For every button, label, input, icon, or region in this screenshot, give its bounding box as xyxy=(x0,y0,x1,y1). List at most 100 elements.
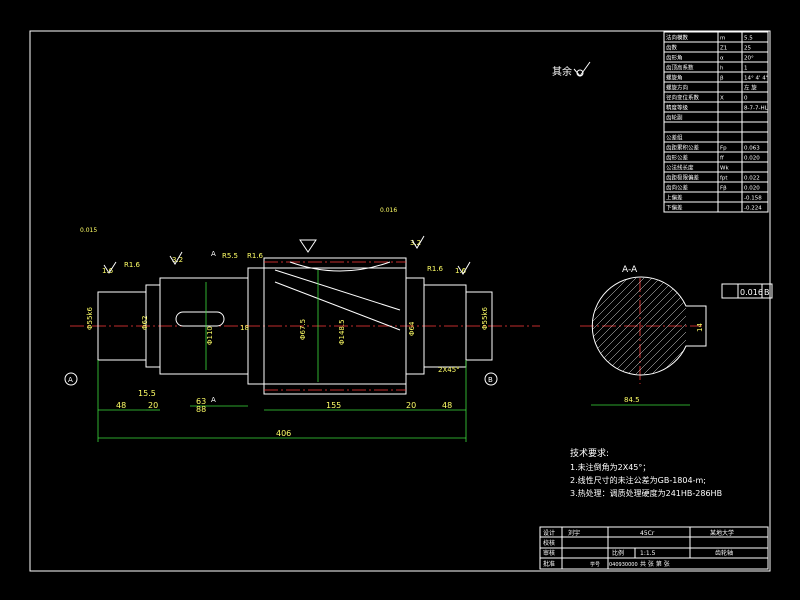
dim-d2: Φ62 xyxy=(141,316,149,330)
dim-l2: 20 xyxy=(148,401,158,410)
param-cell: 齿向公差 xyxy=(666,184,689,192)
param-cell: ff xyxy=(720,156,724,162)
hatch-line xyxy=(592,277,661,375)
param-cell: 5.5 xyxy=(744,36,753,42)
param-cell: 螺旋角 xyxy=(666,74,683,82)
tb-material: 45Cr xyxy=(640,530,655,537)
param-cell: 齿形公差 xyxy=(666,154,689,162)
section-width: 14 xyxy=(696,323,704,332)
hatch-line xyxy=(635,277,686,375)
section-tolerance: 0.016 xyxy=(740,288,763,297)
param-cell: 0.022 xyxy=(744,176,760,182)
keyway xyxy=(175,311,225,327)
tb-scale-label: 比例 xyxy=(612,549,624,557)
param-cell: Wk xyxy=(720,166,729,172)
dim-d5: Φ148.5 xyxy=(338,319,346,345)
tech-req-item-3: 3.热处理：调质处理硬度为241HB-286HB xyxy=(570,488,722,498)
param-cell: -0.158 xyxy=(744,196,762,202)
hatch-line xyxy=(643,277,686,375)
gear-cut-edge xyxy=(289,261,391,272)
tb-check-label: 校核 xyxy=(543,539,555,547)
datum-a: A xyxy=(64,372,78,386)
surface-annotations: R1.6 R5.5 R1.6 R1.6 1.6 3.2 1.6 3.2 2X45… xyxy=(80,207,471,404)
tech-req-item-2: 2.线性尺寸的未注公差为GB-1804-m; xyxy=(570,475,706,485)
roughness-symbol xyxy=(573,61,591,77)
section-arrow-top: A xyxy=(211,250,216,258)
drawing-frame xyxy=(29,30,771,572)
param-cell: X xyxy=(720,96,724,102)
param-cell: 法向模数 xyxy=(666,34,689,42)
section-datum: B xyxy=(764,288,770,297)
hatch-line xyxy=(651,277,686,375)
tb-designer: 刘宇 xyxy=(568,529,580,537)
radius-2: R1.6 xyxy=(247,252,264,260)
param-cell: 齿数 xyxy=(666,44,678,52)
hatch-line xyxy=(592,277,629,375)
radius-1: R1.6 xyxy=(124,261,141,269)
roughness-4: 3.2 xyxy=(410,239,421,247)
param-cell: 公法线长度 xyxy=(666,164,694,172)
param-cell: 螺旋方向 xyxy=(666,84,688,92)
dim-d1: Φ55k6 xyxy=(86,307,94,330)
dim-l4: 63 xyxy=(196,397,206,406)
param-cell: 径向变位系数 xyxy=(666,94,700,102)
technical-requirements: 技术要求: 1.未注倒角为2X45°； 2.线性尺寸的未注公差为GB-1804-… xyxy=(570,447,722,498)
tb-sheet: 共 张 第 张 xyxy=(640,560,670,568)
tolerance-b: 0.016 xyxy=(380,207,397,214)
section-outline xyxy=(591,276,707,376)
hatch-line xyxy=(592,277,637,375)
param-cell: fpt xyxy=(720,176,728,182)
param-cell: α xyxy=(720,56,724,62)
tb-student-id: 040930000 xyxy=(609,562,638,568)
param-cell: 公差组 xyxy=(666,134,683,142)
param-cell: 齿距累积公差 xyxy=(666,144,700,152)
hatch-line xyxy=(659,277,686,375)
section-aa: A-A 0.016 B 84.5 14 xyxy=(580,265,773,406)
tech-req-item-1: 1.未注倒角为2X45°； xyxy=(570,462,650,472)
dim-d3: Φ110 xyxy=(206,326,214,345)
param-cell: 0.020 xyxy=(744,186,760,192)
hatch-line xyxy=(592,277,669,375)
hatch-line xyxy=(592,277,645,375)
param-cell: 左 旋 xyxy=(744,84,757,92)
param-cell: 0 xyxy=(744,96,748,102)
right-journal xyxy=(465,291,493,361)
hatch-line xyxy=(611,277,686,375)
param-cell: h xyxy=(720,66,724,72)
radius-3: R5.5 xyxy=(222,252,238,260)
param-cell: β xyxy=(720,76,724,82)
key-width: 18 xyxy=(240,324,249,332)
hatch-line xyxy=(627,277,686,375)
param-cell: 上偏差 xyxy=(666,194,683,202)
dim-l5: 88 xyxy=(196,405,206,414)
tb-id-label: 学号 xyxy=(590,561,600,568)
tb-approve-label: 批准 xyxy=(543,560,555,568)
dim-l3: 15.5 xyxy=(138,389,156,398)
svg-text:A: A xyxy=(68,376,73,384)
dim-d6: Φ64 xyxy=(408,321,416,336)
dim-d7: Φ55k6 xyxy=(481,307,489,330)
dim-d4: Φ67.5 xyxy=(299,319,307,340)
length-dims: 48 20 15.5 63 88 155 20 48 406 xyxy=(97,360,467,442)
title-block: 设计 刘宇 校核 审核 批准 学号 040930000 45Cr 某地大学 比例… xyxy=(539,526,769,570)
param-cell: Z1 xyxy=(720,46,727,52)
param-cell: 下偏差 xyxy=(666,204,683,212)
param-cell: Fp xyxy=(720,146,727,152)
dim-l6: 155 xyxy=(326,401,341,410)
param-cell: 精度等级 xyxy=(666,104,689,112)
radius-4: R1.6 xyxy=(427,265,444,273)
diameter-dims: Φ55k6 Φ62 Φ110 Φ67.5 Φ148.5 Φ64 Φ55k6 xyxy=(86,270,489,382)
dim-l7: 20 xyxy=(406,401,416,410)
param-cell: 14° 4' 4" xyxy=(744,76,768,82)
roughness-note: 其余 xyxy=(552,65,572,78)
section-arrow-bottom: A xyxy=(211,396,216,404)
hatch-line xyxy=(592,277,653,375)
section-tolerance-frame xyxy=(721,283,773,299)
dim-l8: 48 xyxy=(442,401,452,410)
dim-l1: 48 xyxy=(116,401,126,410)
param-cell: 齿距极限偏差 xyxy=(666,174,700,182)
param-cell: 1 xyxy=(744,66,748,72)
hatch-line xyxy=(595,277,686,375)
